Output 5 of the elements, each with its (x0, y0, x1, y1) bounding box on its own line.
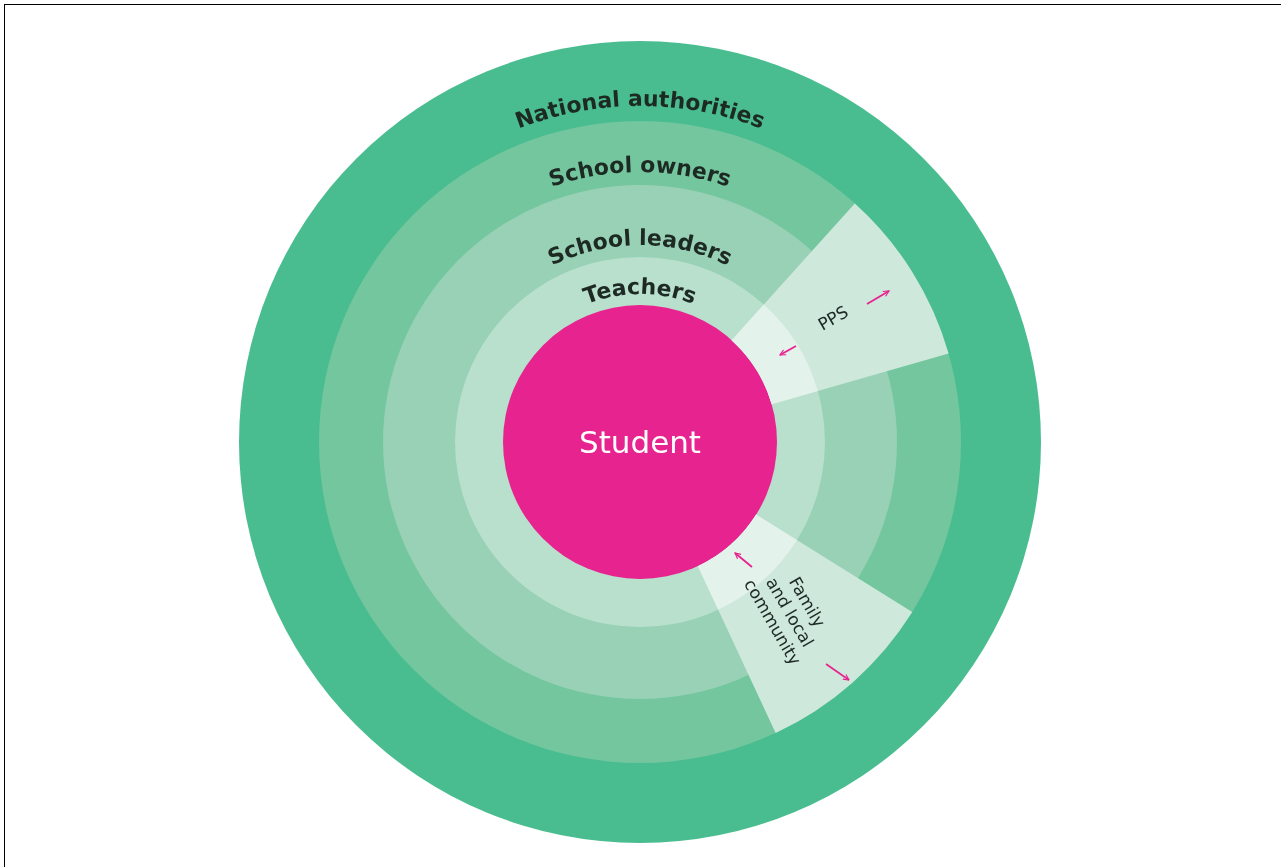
center-label: Student (579, 424, 701, 460)
ring-label: Teachers (580, 273, 700, 309)
ring-label: School leaders (543, 225, 737, 271)
ring-label: School owners (545, 151, 735, 192)
wedge-label: PPS (814, 301, 852, 335)
